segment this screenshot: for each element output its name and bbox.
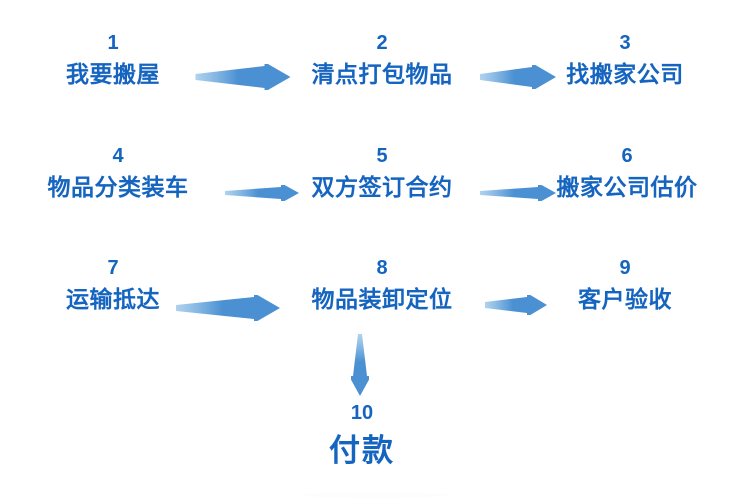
step-label-9: 客户验收 [578,286,672,312]
step-node-4: 4 物品分类装车 [48,146,189,199]
step-label-4: 物品分类装车 [47,174,189,200]
arrow-7-to-8 [176,295,280,321]
step-node-9: 9 客户验收 [578,258,672,311]
step-number-3: 3 [619,32,631,54]
arrow-5-to-6 [480,185,556,201]
step-number-5: 5 [376,145,388,167]
step-node-3: 3 找搬家公司 [566,33,684,86]
step-number-7: 7 [107,257,119,279]
arrow-shape [225,185,299,201]
arrow-8-to-10 [351,334,369,396]
arrow-shape [480,65,556,89]
step-number-8: 8 [376,257,388,279]
step-label-3: 找搬家公司 [566,61,684,87]
step-label-5: 双方签订合约 [311,174,453,200]
step-label-10: 付款 [329,433,395,468]
step-label-6: 搬家公司估价 [556,174,698,200]
step-node-1: 1 我要搬屋 [66,33,160,86]
arrow-shape [485,295,547,315]
step-node-8: 8 物品装卸定位 [312,258,453,311]
step-node-5: 5 双方签订合约 [312,146,453,199]
arrow-shape [480,185,556,201]
arrow-shape [351,334,369,396]
step-number-9: 9 [619,257,631,279]
step-node-10: 10 付款 [329,403,395,466]
step-label-2: 清点打包物品 [311,61,453,87]
step-node-7: 7 运输抵达 [66,258,160,311]
step-node-2: 2 清点打包物品 [312,33,453,86]
step-label-1: 我要搬屋 [66,61,160,87]
step-number-4: 4 [112,145,124,167]
arrow-4-to-5 [225,185,299,201]
arrow-shape [195,64,291,90]
step-number-2: 2 [376,32,388,54]
step-label-7: 运输抵达 [66,286,160,312]
bottom-edge-artifact [300,492,450,498]
arrow-8-to-9 [485,295,547,315]
step-number-6: 6 [621,145,633,167]
step-number-1: 1 [107,32,119,54]
arrow-2-to-3 [480,65,556,89]
arrow-1-to-2 [195,64,291,90]
step-number-10: 10 [350,402,374,424]
step-node-6: 6 搬家公司估价 [557,146,698,199]
step-label-8: 物品装卸定位 [311,286,453,312]
arrow-shape [176,295,280,321]
